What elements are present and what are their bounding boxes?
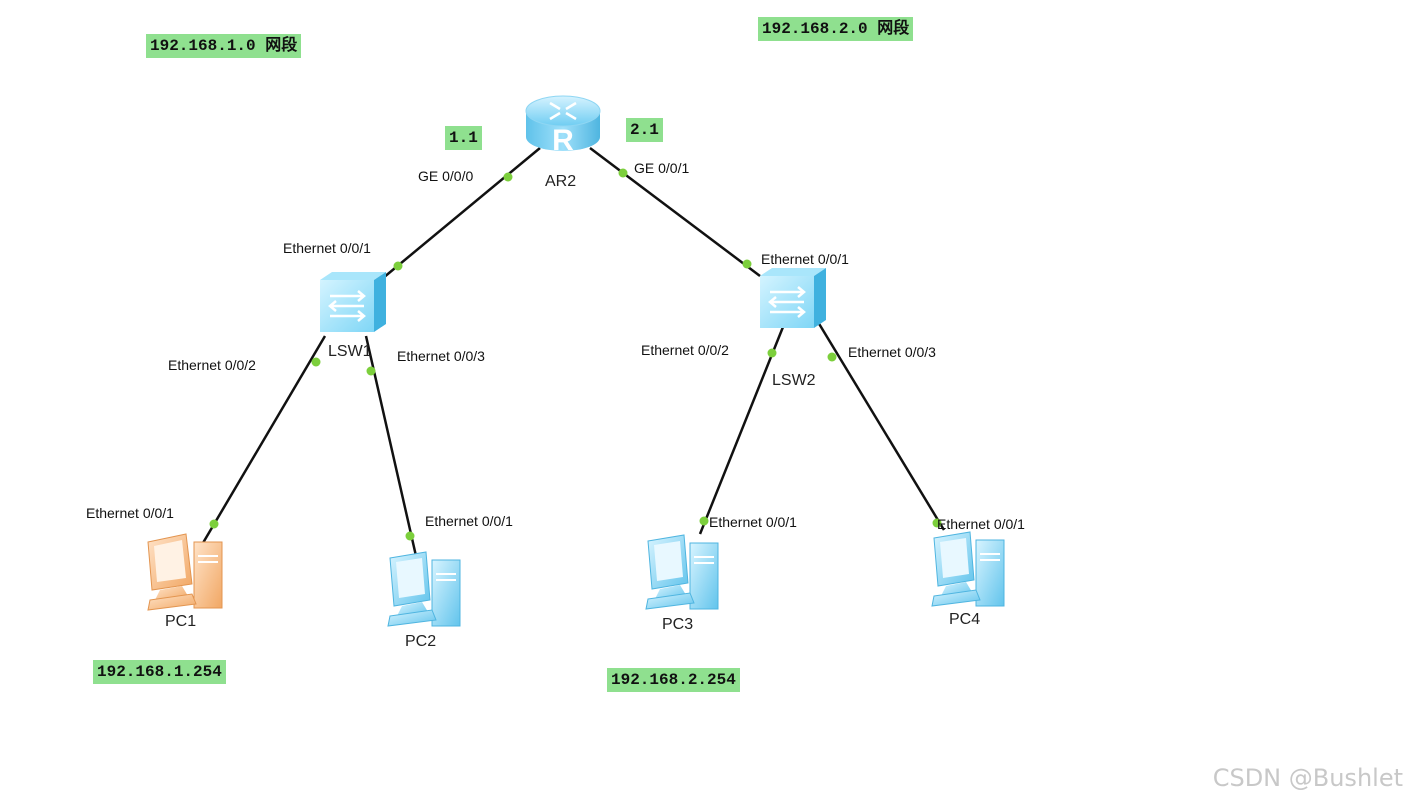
- port-dot-lsw1-e3: [366, 366, 376, 376]
- pc1-ip-note: 192.168.1.254: [93, 660, 226, 684]
- pc-label-pc4: PC4: [949, 611, 981, 628]
- port-label-lsw1-e2: Ethernet 0/0/2: [168, 357, 256, 373]
- port-label-pc1-e1: Ethernet 0/0/1: [86, 505, 174, 521]
- port-dot-ar2-ge000: [503, 172, 513, 182]
- links: [198, 147, 946, 557]
- port-dot-lsw2-e1: [742, 259, 752, 269]
- link-ar2-lsw2: [589, 147, 761, 277]
- watermark: CSDN @Bushlet: [1212, 764, 1403, 792]
- port-dot-lsw1-e2: [311, 357, 321, 367]
- switch-label-lsw1: LSW1: [328, 343, 372, 360]
- router-icon[interactable]: R: [525, 95, 601, 157]
- port-label-ar2-ge000: GE 0/0/0: [418, 168, 474, 184]
- gateway-note-2: 2.1: [626, 118, 663, 142]
- svg-text:R: R: [552, 124, 574, 157]
- router-label: AR2: [545, 173, 577, 190]
- port-dot-pc2: [405, 531, 415, 541]
- port-dot-pc1: [209, 519, 219, 529]
- port-dot-lsw1-e1: [393, 261, 403, 271]
- pc-label-pc2: PC2: [405, 633, 437, 650]
- port-label-pc3-e1: Ethernet 0/0/1: [709, 514, 797, 530]
- port-label-lsw1-e3: Ethernet 0/0/3: [397, 348, 485, 364]
- pc3-ip-note: 192.168.2.254: [607, 668, 740, 692]
- link-ar2-lsw1: [382, 147, 541, 279]
- port-dot-lsw2-e2: [767, 348, 777, 358]
- pc-icon[interactable]: [147, 533, 223, 611]
- switch-icon[interactable]: [320, 272, 386, 332]
- pc-icon[interactable]: [387, 551, 461, 627]
- port-label-ar2-ge001: GE 0/0/1: [634, 160, 690, 176]
- port-label-pc4-e1: Ethernet 0/0/1: [937, 516, 1025, 532]
- port-dots: [209, 168, 942, 541]
- port-label-lsw2-e3: Ethernet 0/0/3: [848, 344, 936, 360]
- pc-label-pc1: PC1: [165, 613, 197, 630]
- port-label-lsw1-e1: Ethernet 0/0/1: [283, 240, 371, 256]
- link-lsw1-pc1: [198, 335, 327, 549]
- pc-icon[interactable]: [931, 531, 1005, 607]
- pc-label-pc3: PC3: [662, 616, 694, 633]
- switch-icon[interactable]: [760, 268, 826, 328]
- subnet-note-2: 192.168.2.0 网段: [758, 17, 914, 41]
- port-dot-ar2-ge001: [618, 168, 628, 178]
- port-dot-pc4: [932, 518, 942, 528]
- port-label-pc2-e1: Ethernet 0/0/1: [425, 513, 513, 529]
- switch-label-lsw2: LSW2: [772, 372, 816, 389]
- pc-icon[interactable]: [645, 534, 719, 610]
- link-lsw2-pc4: [816, 321, 946, 531]
- port-dot-pc3: [699, 516, 709, 526]
- gateway-note-1: 1.1: [445, 126, 482, 150]
- subnet-note-1: 192.168.1.0 网段: [146, 34, 302, 58]
- port-label-lsw2-e2: Ethernet 0/0/2: [641, 342, 729, 358]
- port-dot-lsw2-e3: [827, 352, 837, 362]
- port-label-lsw2-e1: Ethernet 0/0/1: [761, 251, 849, 267]
